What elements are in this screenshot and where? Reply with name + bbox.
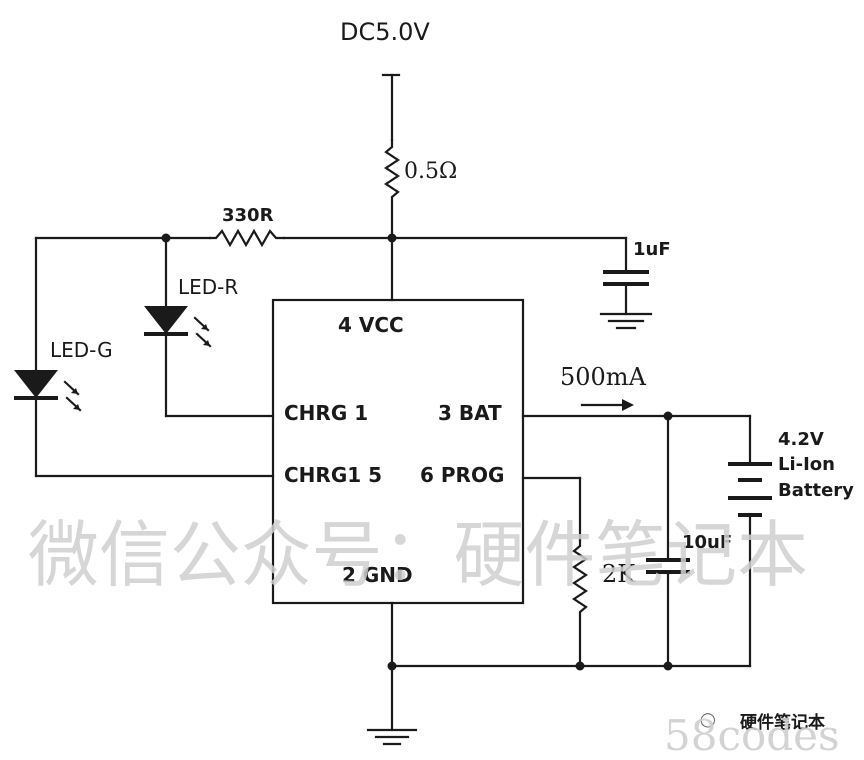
current-arrow-head [622,399,634,411]
sense-resistor-label: 0.5Ω [404,159,457,184]
watermark-site: 58codes [664,711,840,760]
ic-pin-chrg: CHRG 1 [284,401,368,425]
led-g-emission-2-head [73,404,80,410]
watermark-corner-small: 硬件笔记本 [740,712,825,733]
led-limit-resistor-label: 330R [222,205,274,226]
led-r-emission-1-head [201,324,208,330]
ic-pin-chrg2: CHRG1 5 [284,463,382,487]
ic-pin-vcc: 4 VCC [338,313,404,337]
led-r-emission-2-head [203,340,210,346]
ic-pin-bat: 3 BAT [438,401,502,425]
led-r-label: LED-R [178,275,238,299]
junction-cap-gnd [663,661,673,671]
led-g-label: LED-G [50,338,113,362]
ic-pin-gnd: 2 GND [342,563,413,587]
prog-resistor-label: 2K [602,560,636,588]
battery-name: Battery [778,480,854,501]
led-limit-resistor [208,228,286,248]
ic-pin-prog: 6 PROG [420,463,504,487]
charger-ic [271,298,525,605]
battery-voltage: 4.2V [778,429,824,450]
current-label: 500mA [560,363,647,391]
led-g-diode [14,370,58,398]
led-g-emission-1-head [71,388,78,394]
cap-input-label: 1uF [633,239,671,260]
supply-label: DC5.0V [340,18,430,46]
watermark-icon: ◯ [700,712,716,728]
led-r-diode [144,306,188,334]
battery-type: Li-Ion [778,454,835,475]
sense-resistor [384,138,400,240]
junction-gnd [387,661,397,671]
junction-prog-gnd [575,661,585,671]
watermark-text: 微信公众号：硬件笔记本 [28,513,808,597]
prog-resistor [572,538,588,668]
cap-output-label: 10uF [682,532,732,553]
